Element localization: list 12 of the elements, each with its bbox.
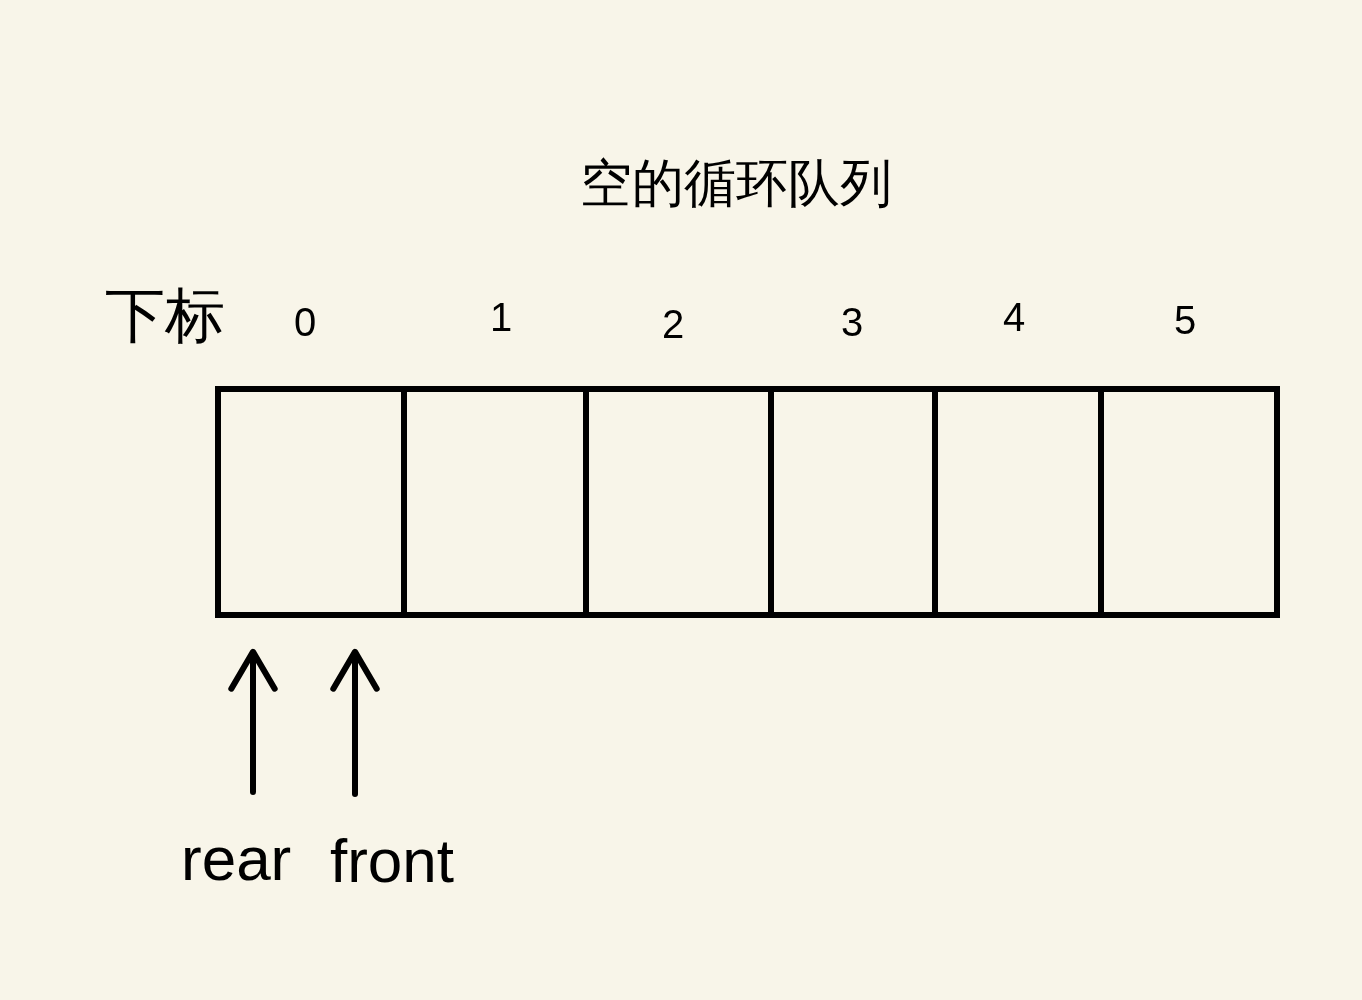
pointer-label: rear (181, 828, 292, 890)
arrow (330, 648, 380, 797)
index-number: 3 (841, 302, 864, 342)
pointer-label: front (330, 830, 455, 892)
index-number: 1 (490, 297, 513, 337)
index-label: 下标 (105, 283, 225, 349)
index-number: 2 (662, 304, 685, 344)
title: 空的循环队列 (580, 153, 892, 214)
index-number: 5 (1174, 300, 1197, 340)
arrow (228, 648, 278, 795)
index-number: 0 (294, 302, 317, 342)
index-number: 4 (1003, 297, 1026, 337)
